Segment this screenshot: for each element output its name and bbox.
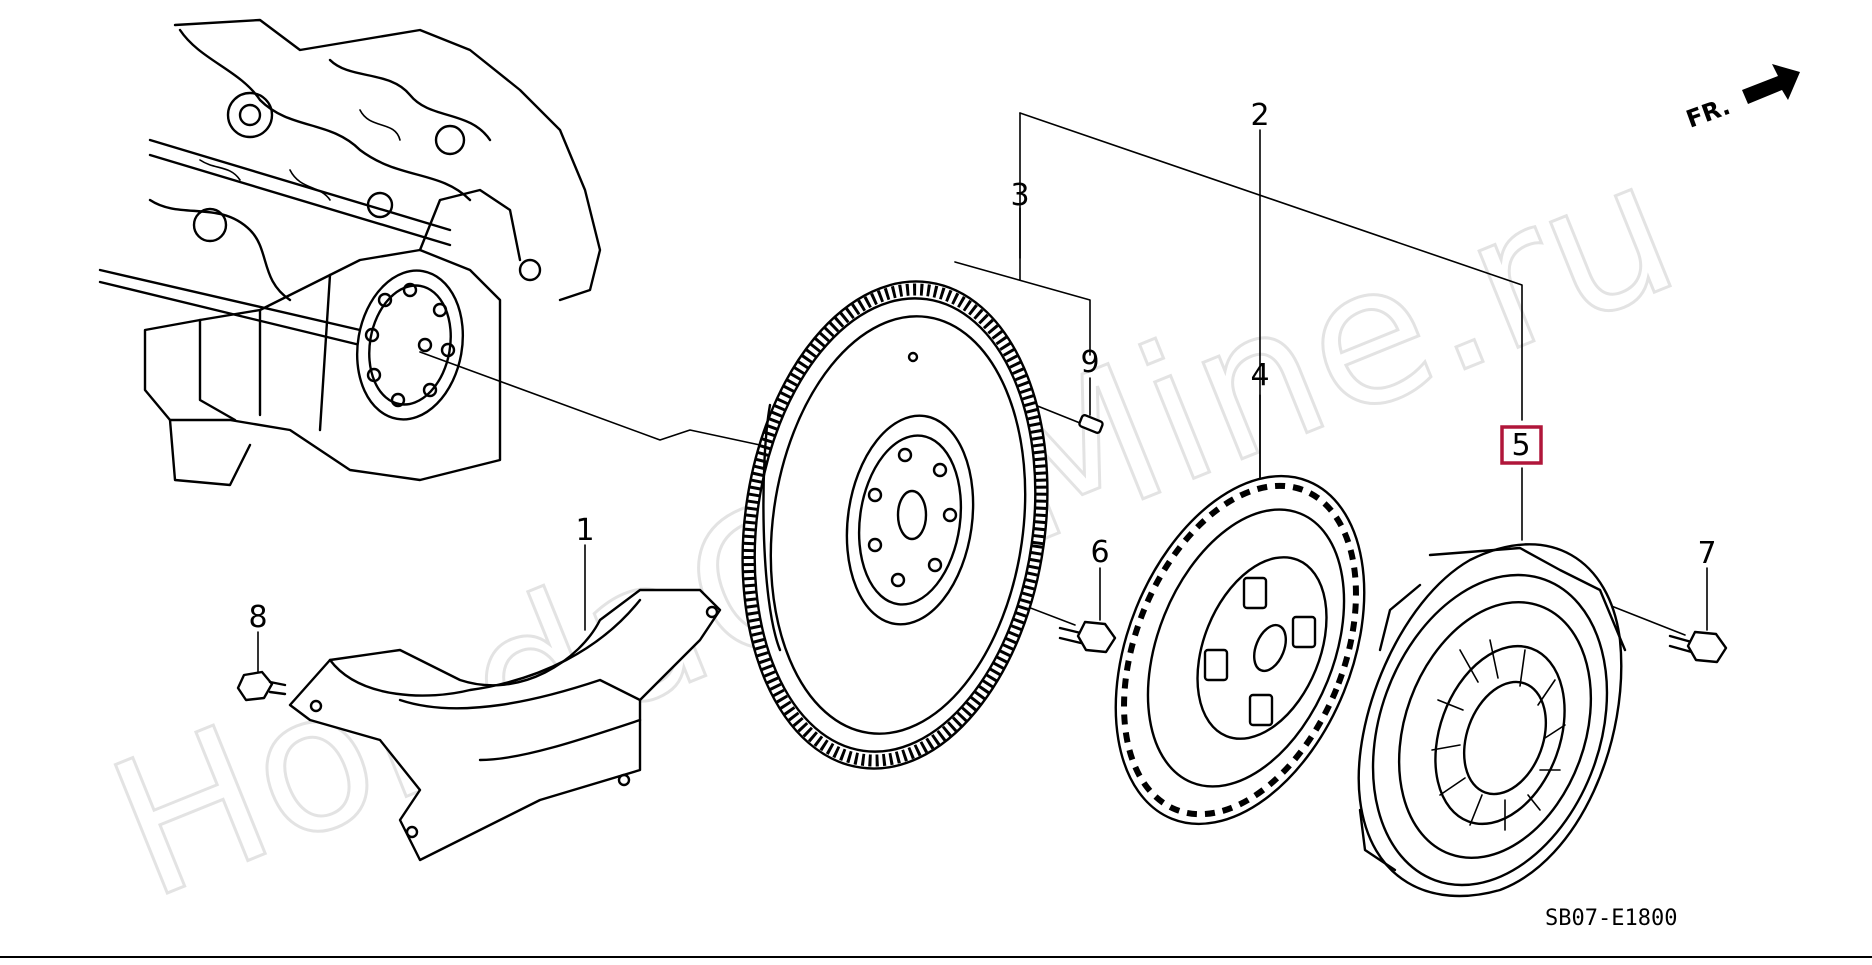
engine-block xyxy=(98,18,602,487)
callout-2: 2 xyxy=(1250,98,1269,133)
direction-label: FR. xyxy=(1682,92,1733,134)
callout-6: 6 xyxy=(1090,535,1109,570)
callout-8: 8 xyxy=(248,600,267,635)
front-direction-indicator: FR. xyxy=(1682,64,1800,134)
flywheel xyxy=(741,280,1049,770)
callout-4: 4 xyxy=(1250,358,1269,393)
callout-9: 9 xyxy=(1080,345,1099,380)
callout-7: 7 xyxy=(1697,536,1716,571)
diagram-code: SB07-E1800 xyxy=(1545,906,1677,931)
pressure-plate xyxy=(1357,543,1627,898)
callout-1: 1 xyxy=(575,513,594,548)
pressure-plate-bolt xyxy=(1668,630,1728,664)
flywheel-bolt xyxy=(1058,620,1117,654)
cover-plate-bolt xyxy=(236,670,287,702)
dowel-pin xyxy=(1078,414,1104,434)
callout-5-highlight xyxy=(1500,425,1543,465)
callout-3: 3 xyxy=(1010,178,1029,213)
callout-5[interactable]: 5 xyxy=(1511,428,1530,463)
clutch-disc xyxy=(1114,474,1366,826)
arrow-right-icon xyxy=(1742,64,1800,104)
cover-plate xyxy=(288,588,722,862)
